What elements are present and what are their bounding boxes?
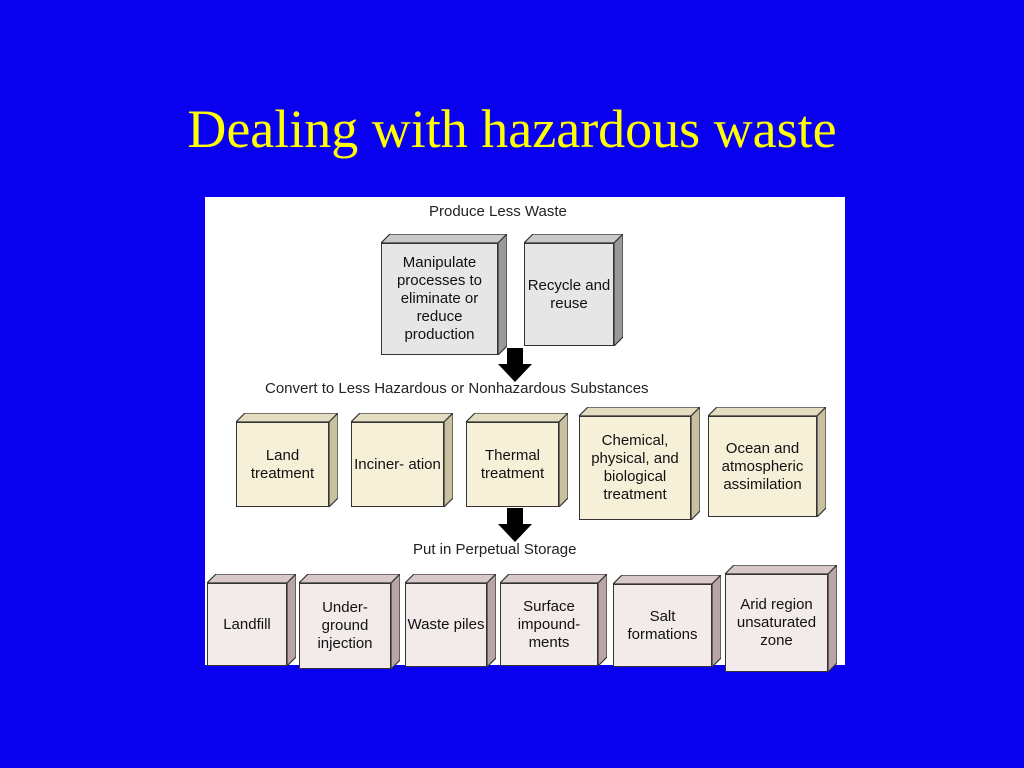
box-thermal-treatment: Thermal treatment [466, 413, 568, 507]
box-label: Waste piles [405, 583, 487, 667]
box-ocean-and-atmospheric-assimilation: Ocean and atmospheric assimilation [708, 407, 826, 517]
box-3d-edges [236, 413, 338, 507]
box-3d-edges [524, 234, 623, 346]
box-3d-edges [207, 574, 296, 666]
box-label: Chemical, physical, and biological treat… [579, 416, 691, 520]
box-chemical-physical-and-biological-treatment: Chemical, physical, and biological treat… [579, 407, 700, 520]
box-3d-edges [579, 407, 700, 520]
box-label: Land treatment [236, 422, 329, 507]
box-label: Recycle and reuse [524, 243, 614, 346]
box-land-treatment: Land treatment [236, 413, 338, 507]
box-3d-edges [466, 413, 568, 507]
box-label: Under- ground injection [299, 583, 391, 669]
box-label: Surface impound- ments [500, 583, 598, 666]
box-label: Salt formations [613, 584, 712, 667]
box-recycle-and-reuse: Recycle and reuse [524, 234, 623, 346]
box-label: Thermal treatment [466, 422, 559, 507]
box-3d-edges [725, 565, 837, 672]
slide-title: Dealing with hazardous waste [187, 99, 837, 159]
section-label-perpetual-storage: Put in Perpetual Storage [413, 541, 577, 558]
box-label: Arid region unsaturated zone [725, 574, 828, 672]
box-3d-edges [351, 413, 453, 507]
box-inciner-ation: Inciner- ation [351, 413, 453, 507]
box-salt-formations: Salt formations [613, 575, 721, 667]
box-label: Ocean and atmospheric assimilation [708, 416, 817, 517]
waste-diagram: Produce Less Waste Convert to Less Hazar… [205, 197, 845, 672]
down-arrow-2 [498, 508, 532, 547]
down-arrow-1 [498, 348, 532, 387]
box-surface-impound-ments: Surface impound- ments [500, 574, 607, 666]
box-waste-piles: Waste piles [405, 574, 496, 667]
box-3d-edges [381, 234, 507, 355]
box-landfill: Landfill [207, 574, 296, 666]
box-3d-edges [613, 575, 721, 667]
box-label: Landfill [207, 583, 287, 666]
box-label: Manipulate processes to eliminate or red… [381, 243, 498, 355]
box-label: Inciner- ation [351, 422, 444, 507]
box-manipulate-processes-to-eliminate-or-reduce-production: Manipulate processes to eliminate or red… [381, 234, 507, 355]
box-arid-region-unsaturated-zone: Arid region unsaturated zone [725, 565, 837, 672]
box-under-ground-injection: Under- ground injection [299, 574, 400, 669]
box-3d-edges [405, 574, 496, 667]
box-3d-edges [299, 574, 400, 669]
section-label-convert: Convert to Less Hazardous or Nonhazardou… [265, 380, 649, 397]
section-label-produce-less: Produce Less Waste [429, 203, 567, 220]
